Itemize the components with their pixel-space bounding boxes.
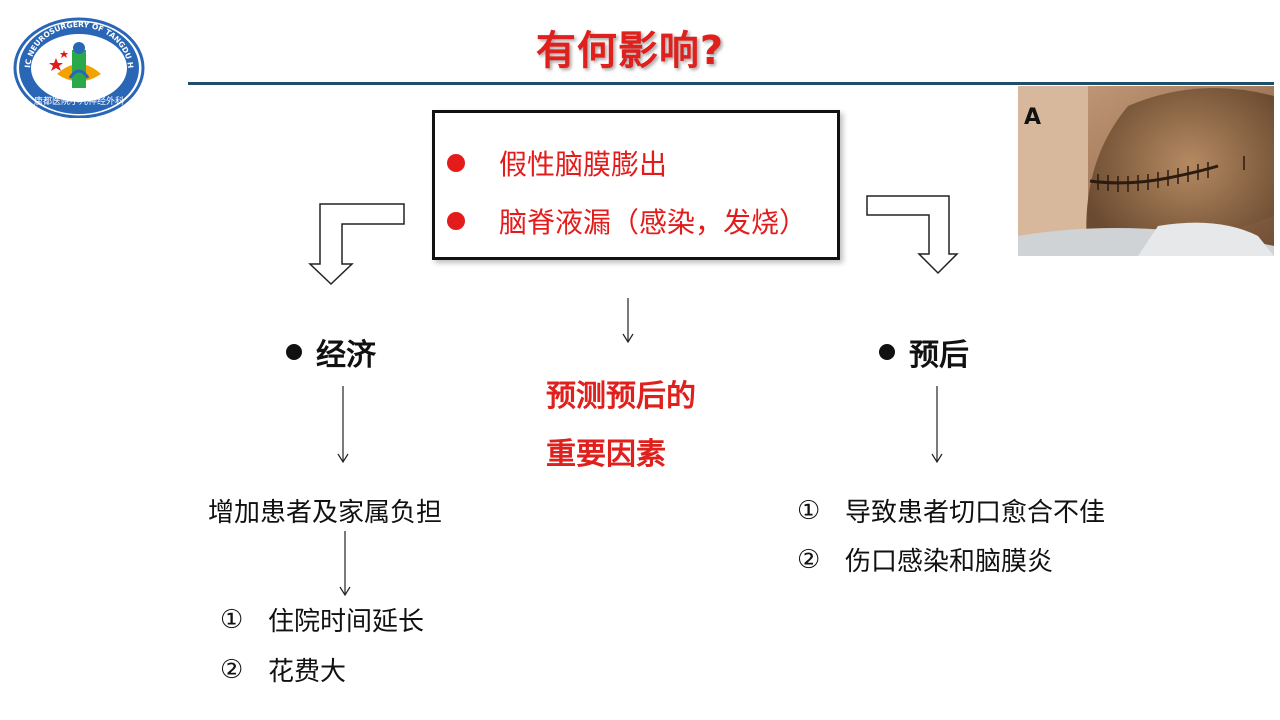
prognosis-heading-text: 预后 xyxy=(909,338,969,373)
left-bent-arrow xyxy=(308,203,405,286)
right-bent-arrow xyxy=(866,195,959,275)
box-item: 脑脊液漏（感染，发烧） xyxy=(435,201,807,241)
photo-label: A xyxy=(1024,105,1041,130)
red-bullet-icon xyxy=(447,154,465,172)
title-underline xyxy=(188,82,1274,85)
box-item: 假性脑膜膨出 xyxy=(435,143,667,183)
item-number: ② xyxy=(220,654,244,685)
slide-title: 有何影响? xyxy=(535,28,725,74)
red-bullet-icon xyxy=(447,212,465,230)
box-item-text: 脑脊液漏（感染，发烧） xyxy=(499,206,808,239)
center-text-line2: 重要因素 xyxy=(546,437,666,472)
list-item: ② 花费大 xyxy=(220,651,346,688)
item-number: ② xyxy=(797,544,821,575)
list-item: ① 住院时间延长 xyxy=(220,601,424,638)
center-text-line1: 预测预后的 xyxy=(546,379,696,414)
item-text: 花费大 xyxy=(268,657,347,687)
item-number: ① xyxy=(220,604,244,635)
item-text: 住院时间延长 xyxy=(268,607,425,637)
item-text: 伤口感染和脑膜炎 xyxy=(845,547,1054,577)
item-number: ① xyxy=(797,495,821,526)
box-item-text: 假性脑膜膨出 xyxy=(499,148,668,181)
prognosis-heading: 预后 xyxy=(879,330,969,374)
center-box: 假性脑膜膨出 脑脊液漏（感染，发烧） xyxy=(432,110,840,260)
list-item: ② 伤口感染和脑膜炎 xyxy=(797,541,1053,578)
economy-heading-text: 经济 xyxy=(316,338,376,373)
hospital-logo: PEDIATRIC NEUROSURGERY OF TANGDU HOSPITA… xyxy=(12,14,145,118)
economy-heading: 经济 xyxy=(286,330,376,374)
item-text: 导致患者切口愈合不佳 xyxy=(845,498,1106,528)
list-item: ① 导致患者切口愈合不佳 xyxy=(797,492,1105,529)
economy-effect: 增加患者及家属负担 xyxy=(208,498,443,528)
bullet-icon xyxy=(879,344,895,360)
logo-bottom-text: 唐都医院小儿神经外科 xyxy=(34,95,124,107)
bullet-icon xyxy=(286,344,302,360)
wound-photo: A xyxy=(1018,86,1274,256)
